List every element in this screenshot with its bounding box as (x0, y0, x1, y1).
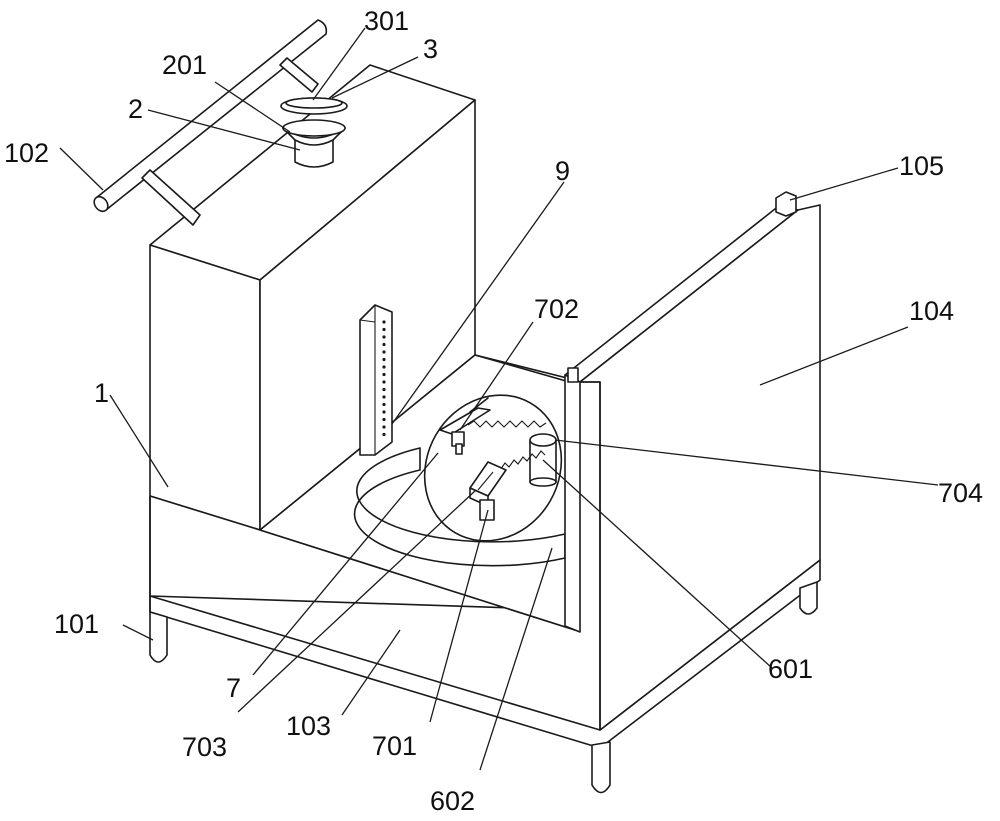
vent-hole (382, 387, 386, 392)
vent-hole (382, 417, 386, 422)
label-1: 1 (94, 378, 109, 408)
vent-hole (382, 410, 386, 414)
label-702: 702 (534, 294, 579, 324)
label-704: 704 (938, 478, 983, 508)
vent-hole (382, 350, 386, 354)
label-105: 105 (899, 151, 944, 181)
leader-lines (59, 27, 939, 771)
label-102: 102 (4, 138, 49, 168)
reference-labels: 1 2 3 7 9 101 102 103 104 105 201 301 60… (4, 6, 983, 816)
vent-hole (382, 432, 386, 437)
vent-hole (382, 425, 386, 429)
label-701: 701 (372, 731, 417, 761)
label-3: 3 (423, 34, 438, 64)
vent-hole (382, 380, 386, 384)
side-door-panel (564, 204, 821, 731)
label-101: 101 (54, 609, 99, 639)
vent-hole (382, 395, 386, 399)
label-7: 7 (226, 673, 241, 703)
vent-hole (382, 335, 386, 339)
label-703: 703 (182, 732, 227, 762)
vent-hole (382, 402, 386, 407)
vent-hole (382, 372, 386, 377)
vent-panel (359, 304, 393, 456)
vent-hole (382, 357, 386, 362)
vent-hole (382, 320, 386, 324)
label-9: 9 (555, 156, 570, 186)
funnel-cup (282, 119, 346, 168)
handle-bar (93, 19, 328, 226)
label-301: 301 (364, 6, 409, 36)
vent-hole (382, 365, 386, 369)
vent-hole (382, 342, 386, 347)
sliding-block (469, 461, 507, 521)
label-601: 601 (768, 654, 813, 684)
label-201: 201 (162, 50, 207, 80)
vent-hole (382, 327, 386, 332)
nozzle-holder (439, 397, 491, 455)
spring-linkage (467, 420, 547, 471)
label-2: 2 (128, 94, 143, 124)
hinge-clip (775, 191, 797, 217)
cup-lid (280, 97, 348, 115)
vent-holes (382, 320, 386, 437)
rotating-shaft (529, 433, 557, 487)
label-602: 602 (430, 786, 475, 816)
label-103: 103 (286, 711, 331, 741)
label-104: 104 (909, 296, 954, 326)
support-legs (149, 581, 818, 794)
